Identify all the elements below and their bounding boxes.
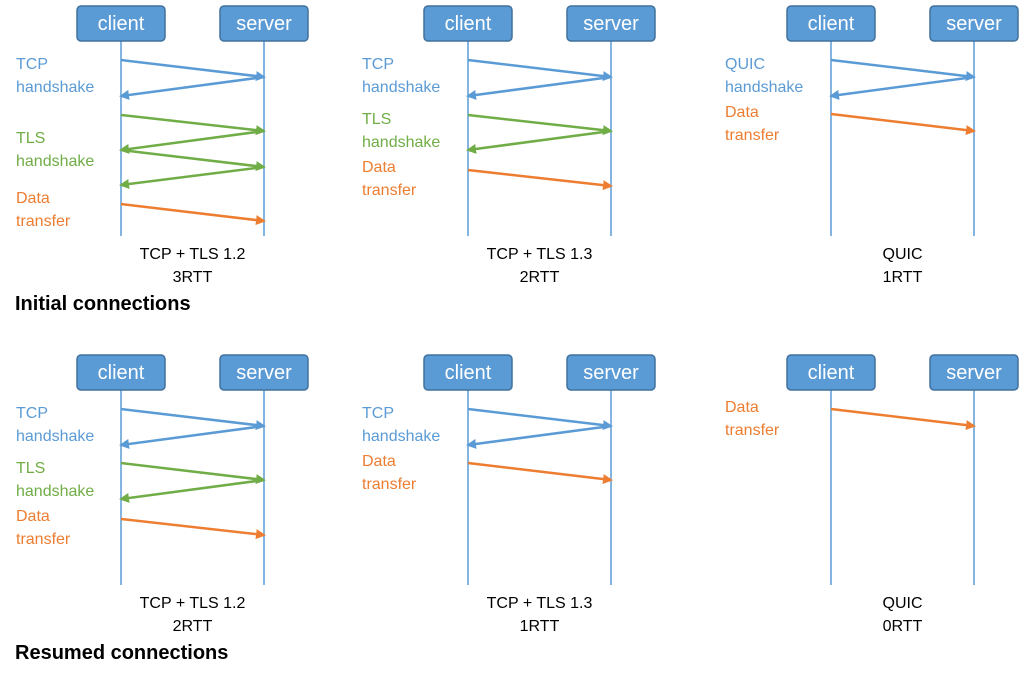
server-box — [219, 354, 309, 391]
phase-label: Data — [362, 159, 396, 176]
section-title-resumed: Resumed connections — [15, 642, 228, 664]
diagram-caption-protocol: TCP + TLS 1.2 — [140, 246, 246, 263]
diagram-caption-rtt: 2RTT — [173, 618, 213, 635]
phase-label: TCP — [362, 56, 394, 73]
message-arrow-data — [830, 112, 976, 136]
phase-label: transfer — [725, 422, 780, 439]
message-arrow-tls — [467, 113, 613, 136]
message-arrow-tls — [120, 148, 266, 172]
diagram-caption-rtt: 1RTT — [883, 269, 923, 286]
client-box — [423, 354, 513, 391]
message-arrow-data — [120, 202, 266, 226]
phase-label: Data — [725, 399, 759, 416]
phase-label: handshake — [16, 79, 94, 96]
message-arrow-tls — [119, 129, 265, 154]
client-box — [786, 5, 876, 42]
phase-label: TCP — [16, 405, 48, 422]
diagram-caption-protocol: TCP + TLS 1.3 — [487, 595, 593, 612]
server-box — [566, 354, 656, 391]
phase-label: TLS — [16, 130, 45, 147]
message-arrow-data — [467, 168, 613, 191]
client-box — [423, 5, 513, 42]
server-label: server — [236, 13, 292, 35]
client-box — [76, 354, 166, 391]
message-arrow-data — [467, 461, 613, 485]
message-arrow-tcp — [119, 75, 265, 100]
message-arrow-data — [830, 407, 976, 431]
phase-label: transfer — [725, 127, 780, 144]
message-arrow-tcp — [466, 75, 612, 100]
server-box — [929, 354, 1019, 391]
message-arrow-tcp — [119, 424, 265, 449]
server-label: server — [236, 362, 292, 384]
message-arrow-tcp — [466, 424, 612, 449]
client-label: client — [445, 362, 492, 384]
phase-label: handshake — [362, 428, 440, 445]
diagram-caption-rtt: 1RTT — [520, 618, 560, 635]
phase-label: TLS — [362, 111, 391, 128]
message-arrow-tls — [466, 129, 612, 154]
message-arrow-tcp — [467, 58, 613, 82]
diagram-caption-rtt: 2RTT — [520, 269, 560, 286]
phase-label: transfer — [362, 182, 417, 199]
phase-label: Data — [16, 190, 50, 207]
message-arrow-tls — [120, 461, 266, 485]
server-label: server — [583, 362, 639, 384]
message-arrow-tcp — [829, 75, 975, 100]
phase-label: handshake — [16, 153, 94, 170]
diagram-caption-rtt: 3RTT — [173, 269, 213, 286]
message-arrow-tls — [119, 478, 265, 503]
server-box — [566, 5, 656, 42]
client-label: client — [98, 362, 145, 384]
server-label: server — [946, 13, 1002, 35]
client-label: client — [808, 362, 855, 384]
phase-label: handshake — [725, 79, 803, 96]
phase-label: Data — [725, 104, 759, 121]
phase-label: handshake — [16, 483, 94, 500]
phase-label: QUIC — [725, 56, 765, 73]
phase-label: TCP — [362, 405, 394, 422]
client-label: client — [808, 13, 855, 35]
diagram-caption-protocol: TCP + TLS 1.3 — [487, 246, 593, 263]
phase-label: handshake — [16, 428, 94, 445]
phase-label: TLS — [16, 460, 45, 477]
phase-label: handshake — [362, 134, 440, 151]
phase-label: transfer — [16, 531, 71, 548]
message-arrow-tls — [119, 165, 265, 189]
server-box — [929, 5, 1019, 42]
phase-label: TCP — [16, 56, 48, 73]
message-arrow-tls — [120, 113, 266, 136]
server-label: server — [583, 13, 639, 35]
section-title-initial: Initial connections — [15, 293, 191, 315]
message-arrow-data — [120, 517, 266, 540]
client-label: client — [445, 13, 492, 35]
message-arrow-tcp — [120, 58, 266, 82]
phase-label: Data — [16, 508, 50, 525]
message-arrow-tcp — [830, 58, 976, 82]
message-arrow-tcp — [467, 407, 613, 431]
phase-label: transfer — [16, 213, 71, 230]
server-box — [219, 5, 309, 42]
server-label: server — [946, 362, 1002, 384]
client-label: client — [98, 13, 145, 35]
diagram-caption-protocol: QUIC — [883, 246, 923, 263]
diagram-caption-rtt: 0RTT — [883, 618, 923, 635]
phase-label: Data — [362, 453, 396, 470]
phase-label: handshake — [362, 79, 440, 96]
diagram-caption-protocol: TCP + TLS 1.2 — [140, 595, 246, 612]
client-box — [786, 354, 876, 391]
message-arrow-tcp — [120, 407, 266, 431]
phase-label: transfer — [362, 476, 417, 493]
client-box — [76, 5, 166, 42]
diagram-caption-protocol: QUIC — [883, 595, 923, 612]
